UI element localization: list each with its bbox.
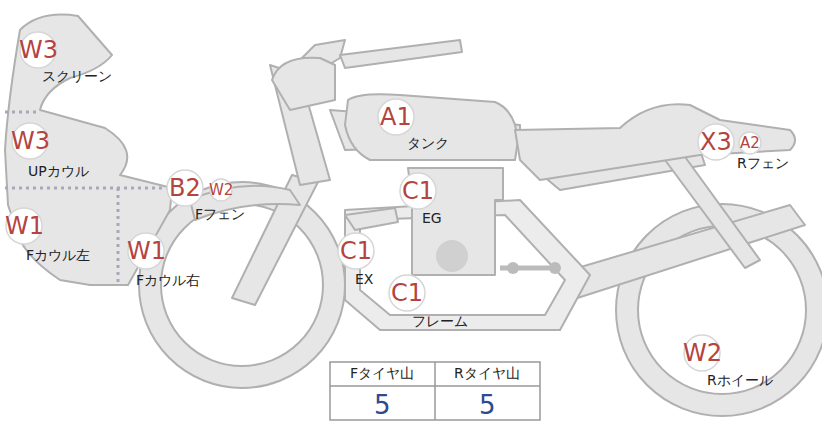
callout-code: W2 [209, 182, 233, 199]
part-name: Fカウル右 [136, 273, 200, 288]
part-name: Rフェン [737, 156, 789, 171]
callout-code: A2 [740, 135, 760, 152]
tire-table [330, 362, 540, 420]
table-header: Rタイヤ山 [454, 366, 520, 381]
table-header: Fタイヤ山 [350, 366, 414, 381]
part-name: EG [422, 211, 442, 226]
callout-code: C1 [340, 238, 372, 264]
callout-code: W3 [11, 128, 50, 154]
table-value: 5 [374, 391, 391, 420]
part-name: Fフェン [195, 207, 245, 222]
part-name: タンク [407, 136, 449, 151]
callout-code: C1 [391, 280, 423, 306]
callout-code: A1 [380, 104, 412, 130]
part-name: フレーム [412, 314, 468, 329]
callout-code: C1 [402, 178, 434, 204]
callout-code: W3 [19, 37, 58, 63]
callout-code: W2 [683, 340, 722, 366]
callout-code: B2 [169, 175, 201, 201]
table-value: 5 [479, 391, 496, 420]
callout-code: W1 [127, 238, 166, 264]
part-name: Fカウル左 [26, 248, 90, 263]
callout-code: X3 [700, 129, 732, 155]
part-name: スクリーン [42, 69, 112, 84]
part-name: EX [355, 272, 373, 287]
part-name: Rホイール [707, 373, 773, 388]
callout-code: W1 [5, 213, 44, 239]
part-name: UPカウル [28, 164, 89, 179]
